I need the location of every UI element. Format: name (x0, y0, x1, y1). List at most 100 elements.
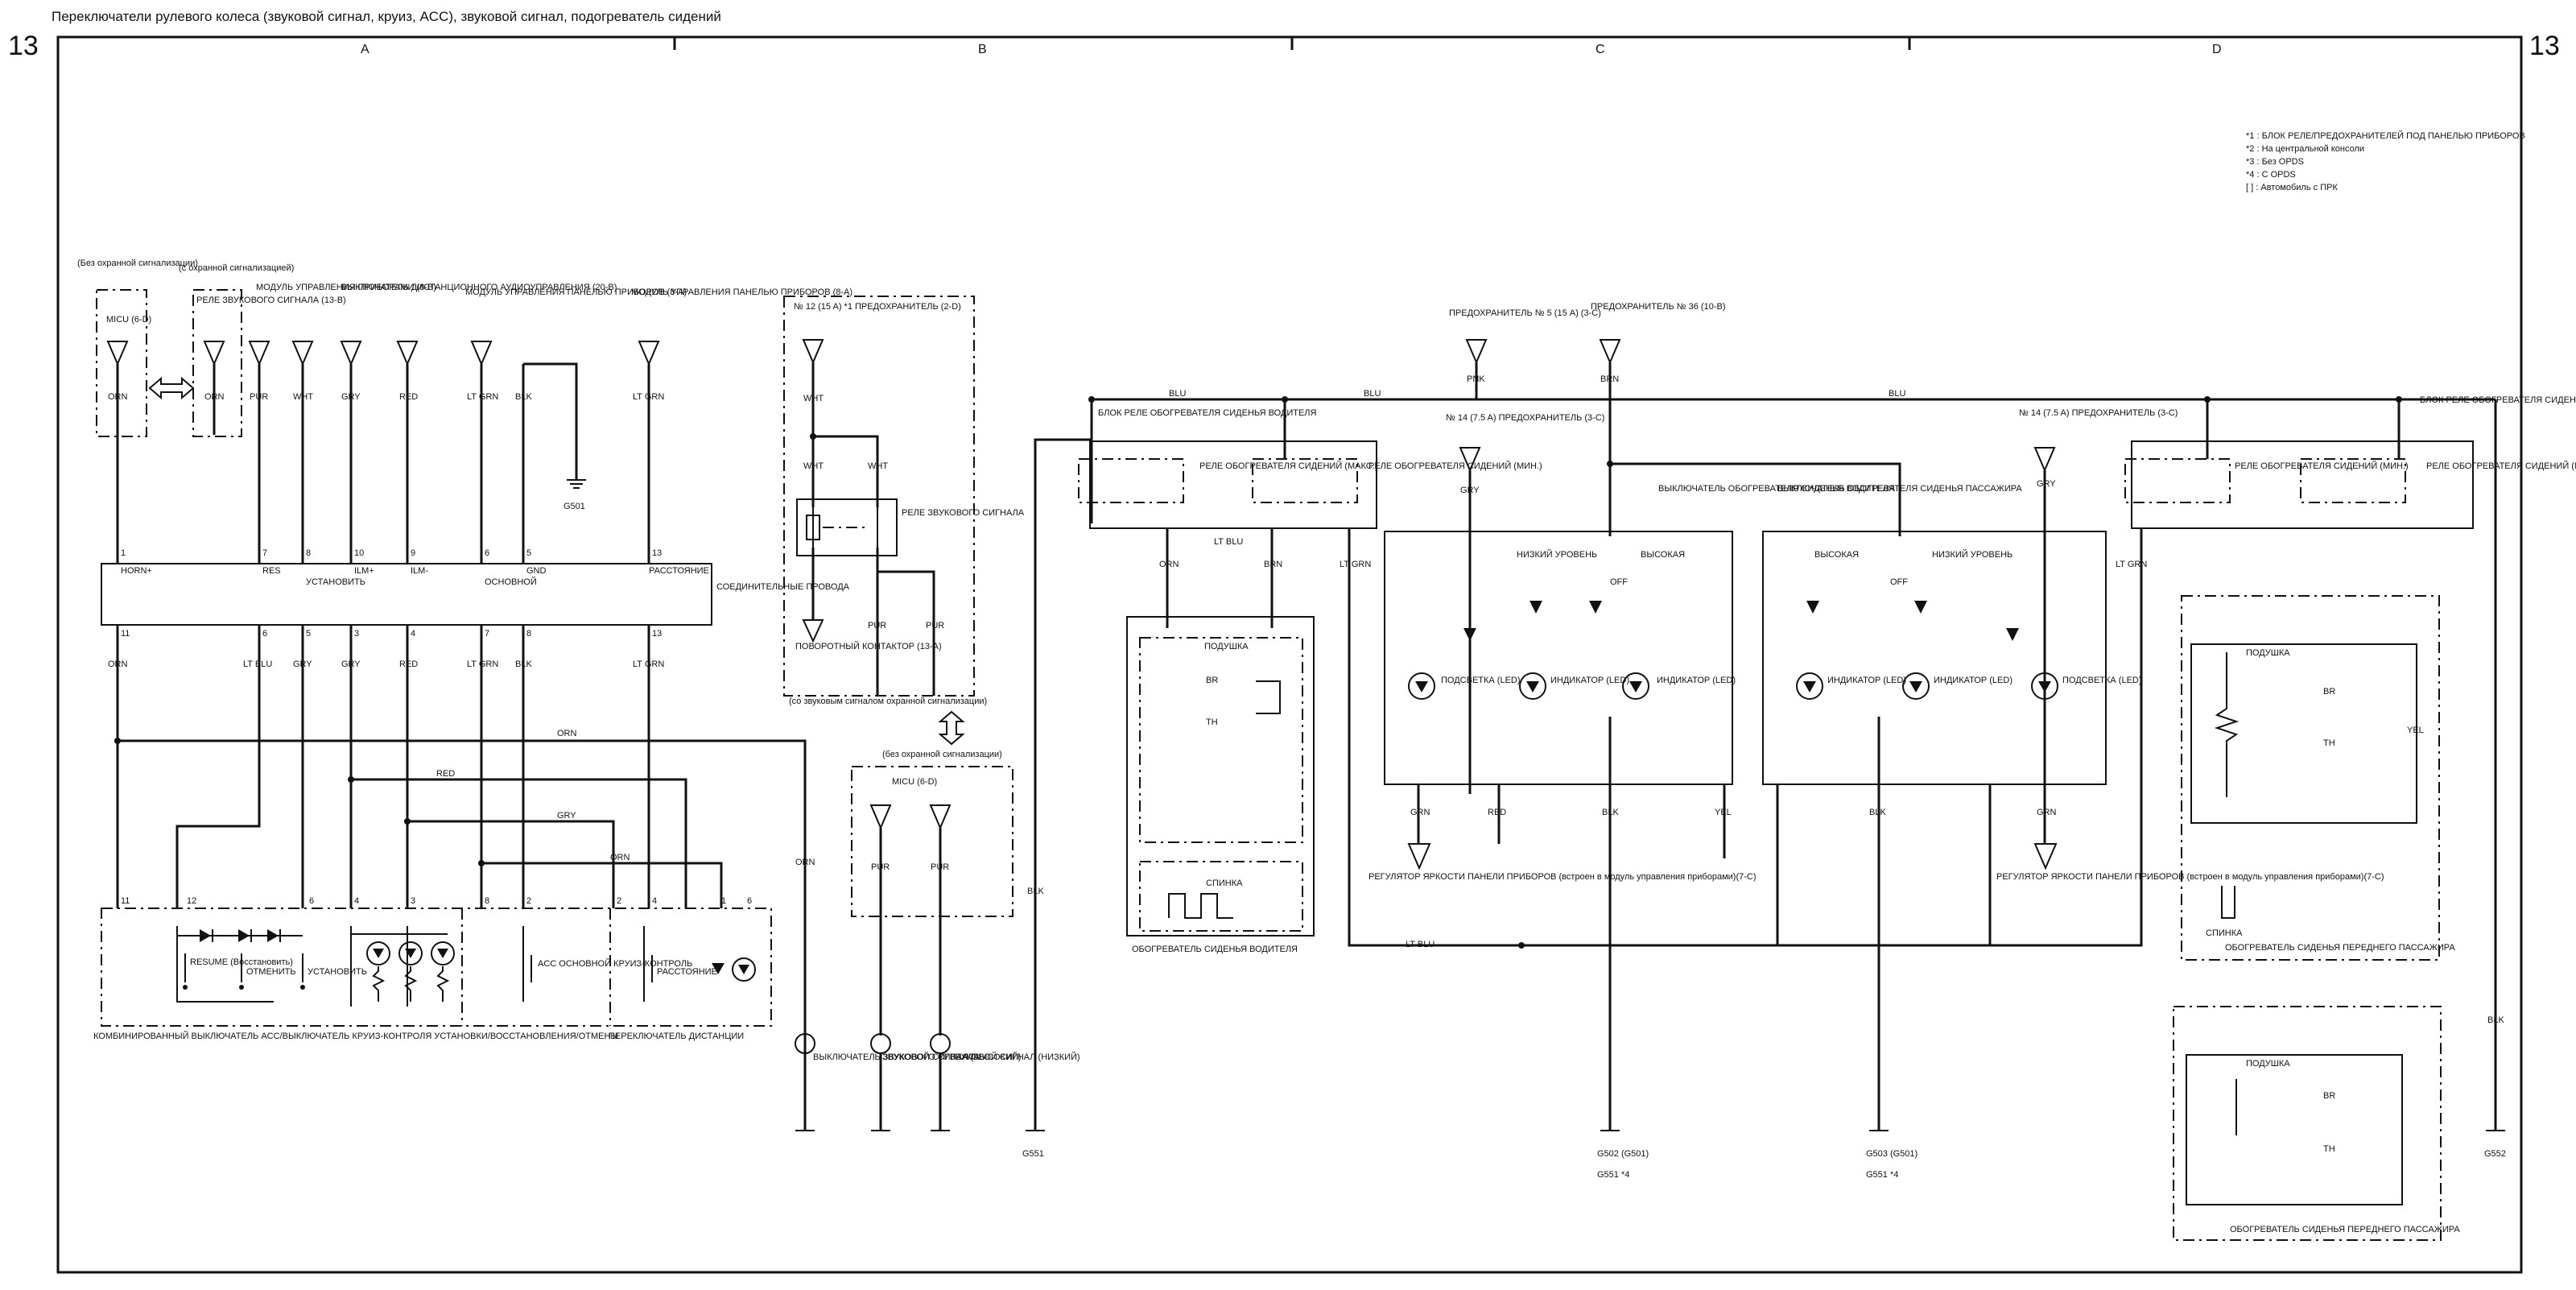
note-4: *4 : С OPDS (2246, 170, 2296, 180)
clock-spring-label: ПОВОРОТНЫЙ КОНТАКТОР (13-A) (795, 641, 942, 651)
relay-min-driver-label: РЕЛЕ ОБОГРЕВАТЕЛЯ СИДЕНИЙ (МИН.) (1368, 461, 1542, 471)
svg-text:BR: BR (1206, 676, 1218, 685)
pass-heater-label-2: ОБОГРЕВАТЕЛЬ СИДЕНЬЯ ПЕРЕДНЕГО ПАССАЖИРА (2230, 1225, 2460, 1234)
horn-relay-label: РЕЛЕ ЗВУКОВОГО СИГНАЛА (902, 508, 1025, 518)
horn-low-label: ЗВУКОВОЙ СИГНАЛ (НИЗКИЙ) (950, 1052, 1080, 1062)
pass-heater-label-1: ОБОГРЕВАТЕЛЬ СИДЕНЬЯ ПЕРЕДНЕГО ПАССАЖИРА (2225, 943, 2455, 953)
cruise-switch-internals: RESUME (Восстановить) ОТМЕНИТЬ УСТАНОВИТ… (176, 926, 756, 1007)
svg-text:LT GRN: LT GRN (467, 659, 498, 669)
indicator-label-pass-1: ИНДИКАТОР (LED) (1827, 676, 1906, 685)
svg-text:PNK: PNK (1467, 374, 1485, 384)
svg-text:5: 5 (526, 548, 531, 558)
label-gauge-module-2: МОДУЛЬ УПРАВЛЕНИЯ ПАНЕЛЬЮ ПРИБОРОВ (8-A) (465, 287, 687, 297)
wire-label: ORN (108, 392, 128, 402)
ground-g501: G501 (564, 479, 586, 511)
svg-text:LT GRN: LT GRN (633, 659, 664, 669)
wire-label: PUR (250, 392, 268, 402)
set-switch-label: УСТАНОВИТЬ (308, 967, 367, 977)
diagram-frame (56, 35, 2523, 1274)
svg-text:4: 4 (652, 896, 657, 906)
horn-high-label: ЗВУКОВОЙ СИГНАЛ (ВЫСОКИЙ) (882, 1052, 1021, 1062)
svg-text:ORN: ORN (108, 659, 128, 669)
horn-switch-label: ВЫКЛЮЧАТЕЛЬ ЗВУКОВОГО СИГНАЛА (813, 1052, 980, 1062)
svg-text:BLU: BLU (1364, 389, 1381, 399)
backlight-label-pass: ПОДСВЕТКА (LED) (2062, 676, 2142, 685)
svg-text:6: 6 (747, 896, 752, 906)
page-number-left: 13 (8, 31, 39, 61)
svg-text:6: 6 (262, 629, 267, 639)
svg-text:GRY: GRY (557, 811, 576, 821)
off-label-pass: OFF (1890, 577, 1908, 587)
page-number-right: 13 (2529, 31, 2560, 61)
svg-text:BR: BR (2323, 1091, 2335, 1101)
fuse12-label: № 12 (15 A) *1 ПРЕДОХРАНИТЕЛЬ (2-D) (794, 302, 961, 312)
note-alarm: (со звуковым сигналом охранной сигнализа… (789, 697, 987, 706)
svg-text:WHT: WHT (803, 394, 824, 403)
svg-text:G551 *4: G551 *4 (1597, 1170, 1629, 1180)
svg-text:ORN: ORN (610, 853, 630, 862)
svg-text:LT BLU: LT BLU (1406, 940, 1435, 949)
label-horn-relay: РЕЛЕ ЗВУКОВОГО СИГНАЛА (13-B) (196, 296, 346, 305)
wire-label: LT GRN (633, 392, 664, 402)
pass-relay-block-label: БЛОК РЕЛЕ ОБОГРЕВАТЕЛЯ СИДЕНЬЯ ПАССАЖИРА (2420, 395, 2576, 405)
svg-text:PUR: PUR (926, 621, 944, 631)
relay-max-driver-label: РЕЛЕ ОБОГРЕВАТЕЛЯ СИДЕНИЙ (МАКС.) (1199, 461, 1377, 471)
svg-text:ОСНОВНОЙ: ОСНОВНОЙ (485, 577, 537, 587)
svg-text:GRY: GRY (293, 659, 312, 669)
relay-max-pass-label: РЕЛЕ ОБОГРЕВАТЕЛЯ СИДЕНИЙ (МАКС.) (2426, 461, 2576, 471)
dimmer-label-driver: РЕГУЛЯТОР ЯРКОСТИ ПАНЕЛИ ПРИБОРОВ (встро… (1368, 872, 1757, 882)
backlight-label-driver: ПОДСВЕТКА (LED) (1441, 676, 1521, 685)
column-d: D (2212, 43, 2222, 56)
fuse14a-label: № 14 (7.5 A) ПРЕДОХРАНИТЕЛЬ (3-C) (1446, 413, 1604, 423)
cushion-label-driver: ПОДУШКА (1204, 642, 1249, 651)
cancel-switch-label: ОТМЕНИТЬ (246, 967, 296, 977)
connector-pins: 1 HORN+ 7 RES 8 УСТАНОВИТЬ 10 ILM+ 9 ILM… (121, 548, 709, 639)
connector-label: СОЕДИНИТЕЛЬНЫЕ ПРОВОДА (716, 582, 850, 592)
svg-text:WHT: WHT (868, 461, 888, 471)
svg-text:ORN: ORN (557, 729, 577, 738)
svg-text:G502 (G501): G502 (G501) (1597, 1149, 1649, 1159)
svg-text:TH: TH (1206, 717, 1218, 727)
label-gauge-module: МОДУЛЬ УПРАВЛЕНИЯ ПРИБОРАМИ (8-B) (256, 283, 436, 292)
svg-text:9: 9 (411, 548, 415, 558)
svg-text:РАССТОЯНИЕ: РАССТОЯНИЕ (649, 566, 709, 576)
wire-label: BLK (515, 392, 532, 402)
connector-block (101, 563, 712, 626)
svg-text:G552: G552 (2484, 1149, 2506, 1159)
label-audio-remote: ВЫКЛЮЧАТЕЛЬ ДИСТАНЦИОННОГО АУДИОУПРАВЛЕН… (341, 283, 617, 292)
high-label-driver: ВЫСОКАЯ (1641, 550, 1685, 560)
section-a-top: (Без охранной сигнализации) (с охранной … (77, 258, 852, 437)
svg-text:LT BLU: LT BLU (1214, 537, 1243, 547)
svg-text:RED: RED (436, 769, 455, 779)
svg-text:8: 8 (526, 629, 531, 639)
svg-text:BRN: BRN (1600, 374, 1619, 384)
svg-text:YEL: YEL (2407, 726, 2424, 735)
cruise-switch-box (101, 908, 772, 1027)
svg-text:УСТАНОВИТЬ: УСТАНОВИТЬ (306, 577, 365, 587)
note-no-alarm: (без охранной сигнализации) (882, 750, 1002, 759)
driver-switch-label: ВЫКЛЮЧАТЕЛЬ ОБОГРЕВАТЕЛЯ СИДЕНЬЯ ВОДИТЕЛ… (1658, 484, 1895, 494)
svg-text:2: 2 (526, 896, 531, 906)
fuse14b-label: № 14 (7.5 A) ПРЕДОХРАНИТЕЛЬ (3-C) (2019, 408, 2178, 418)
low-label-driver: НИЗКИЙ УРОВЕНЬ (1517, 549, 1597, 560)
distance-switch-label: ПЕРЕКЛЮЧАТЕЛЬ ДИСТАНЦИИ (609, 1032, 744, 1041)
svg-text:BR: BR (2323, 687, 2335, 697)
svg-text:G503 (G501): G503 (G501) (1866, 1149, 1918, 1159)
micu-label-b: MICU (6-D) (892, 777, 937, 787)
high-label-pass: ВЫСОКАЯ (1814, 550, 1859, 560)
svg-text:4: 4 (354, 896, 359, 906)
svg-text:6: 6 (485, 548, 489, 558)
svg-text:7: 7 (262, 548, 267, 558)
svg-text:BLK: BLK (2487, 1015, 2504, 1025)
seat-heater-labels: ПРЕДОХРАНИТЕЛЬ № 5 (15 A) (3-C) ПРЕДОХРА… (1022, 302, 2576, 1234)
driver-heater-label: ОБОГРЕВАТЕЛЬ СИДЕНЬЯ ВОДИТЕЛЯ (1132, 945, 1298, 954)
note-3: *3 : Без OPDS (2246, 157, 2304, 167)
cruise-switch-pins: 11 12 6 4 3 8 2 2 4 1 6 (121, 896, 752, 906)
label-no-alarm: (Без охранной сигнализации) (77, 258, 198, 268)
column-c: C (1596, 43, 1605, 56)
low-label-pass: НИЗКИЙ УРОВЕНЬ (1932, 549, 2013, 560)
svg-text:PUR: PUR (931, 862, 949, 872)
seat-heater-circuit (1026, 339, 2505, 1241)
driver-relay-block-label: БЛОК РЕЛЕ ОБОГРЕВАТЕЛЯ СИДЕНЬЯ ВОДИТЕЛЯ (1098, 408, 1317, 418)
